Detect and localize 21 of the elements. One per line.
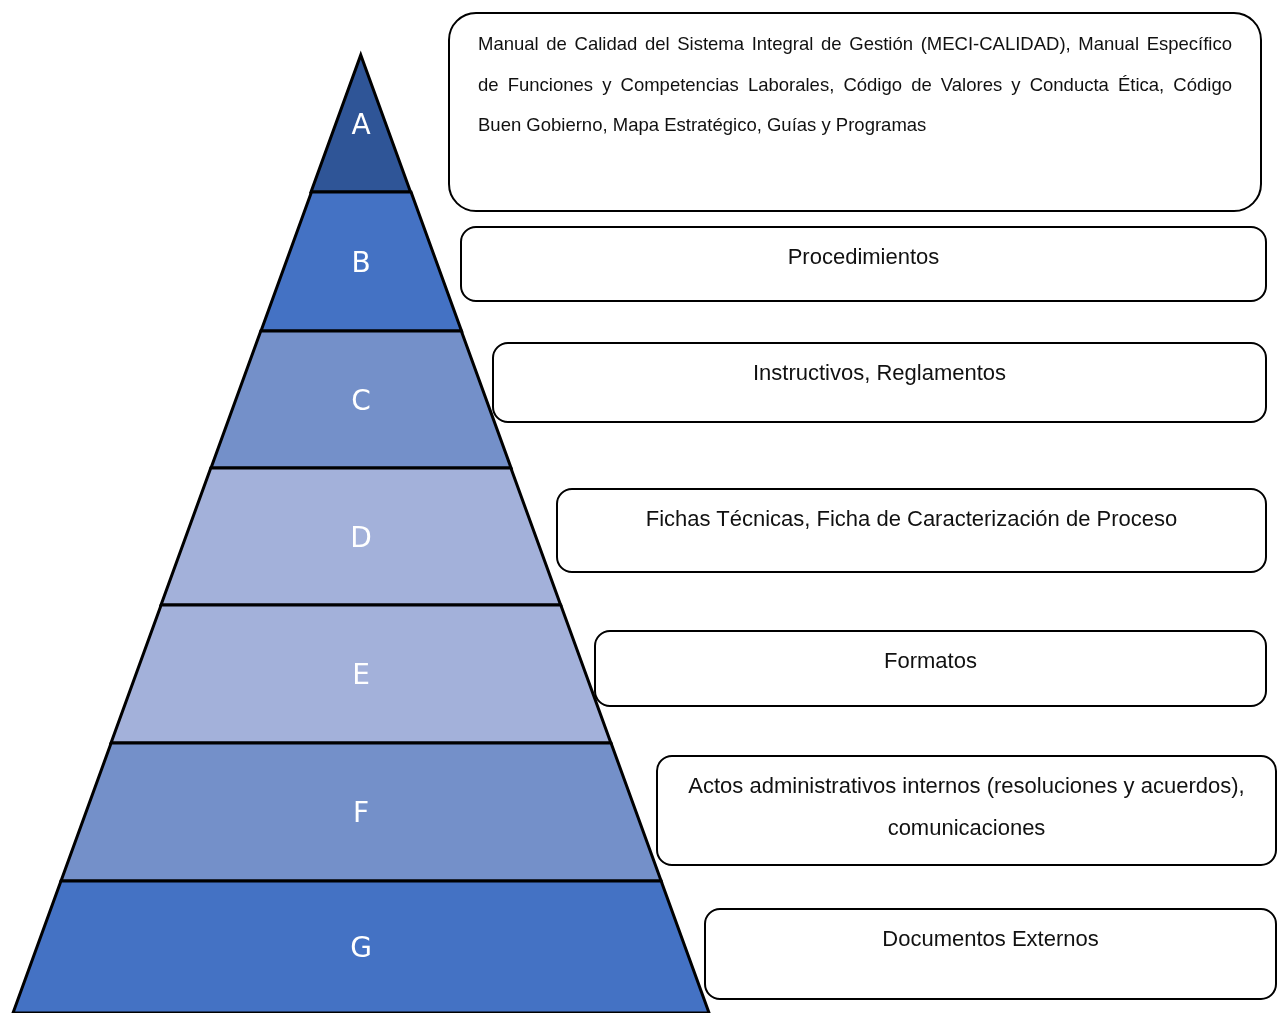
description-text: Documentos Externos bbox=[882, 926, 1099, 951]
description-text: Instructivos, Reglamentos bbox=[752, 360, 1007, 385]
description-box bbox=[704, 908, 1277, 1000]
description-box bbox=[460, 226, 1267, 302]
description-text: Manual de Calidad del Sistema Integral de Gestión (MECI-CALIDAD), Manual Específico de Funciones y Competencias Laborales, Código de Valores y Conducta Ética, Código Buen Gobierno, Mapa Estratégico, Guías y Programas bbox=[478, 33, 1232, 136]
description-text: Actos administrativos internos (resoluciones y acuerdos), comunicaciones bbox=[688, 773, 1245, 840]
level-letter: A bbox=[350, 107, 372, 140]
description-text: Fichas Técnicas, Ficha de Caracterización de Proceso bbox=[645, 506, 1178, 531]
level-letter: E bbox=[351, 657, 371, 691]
level-letter: D bbox=[349, 520, 373, 553]
description-text: Procedimientos bbox=[787, 244, 940, 269]
description-box bbox=[556, 488, 1267, 573]
level-letter: B bbox=[350, 245, 372, 278]
level-letter: G bbox=[349, 930, 373, 964]
level-letter: C bbox=[350, 383, 372, 416]
description-text: Formatos bbox=[884, 648, 977, 673]
description-box bbox=[492, 342, 1267, 423]
description-box bbox=[656, 755, 1277, 866]
level-letter: F bbox=[351, 795, 371, 829]
description-box bbox=[448, 12, 1262, 212]
description-box bbox=[594, 630, 1267, 707]
